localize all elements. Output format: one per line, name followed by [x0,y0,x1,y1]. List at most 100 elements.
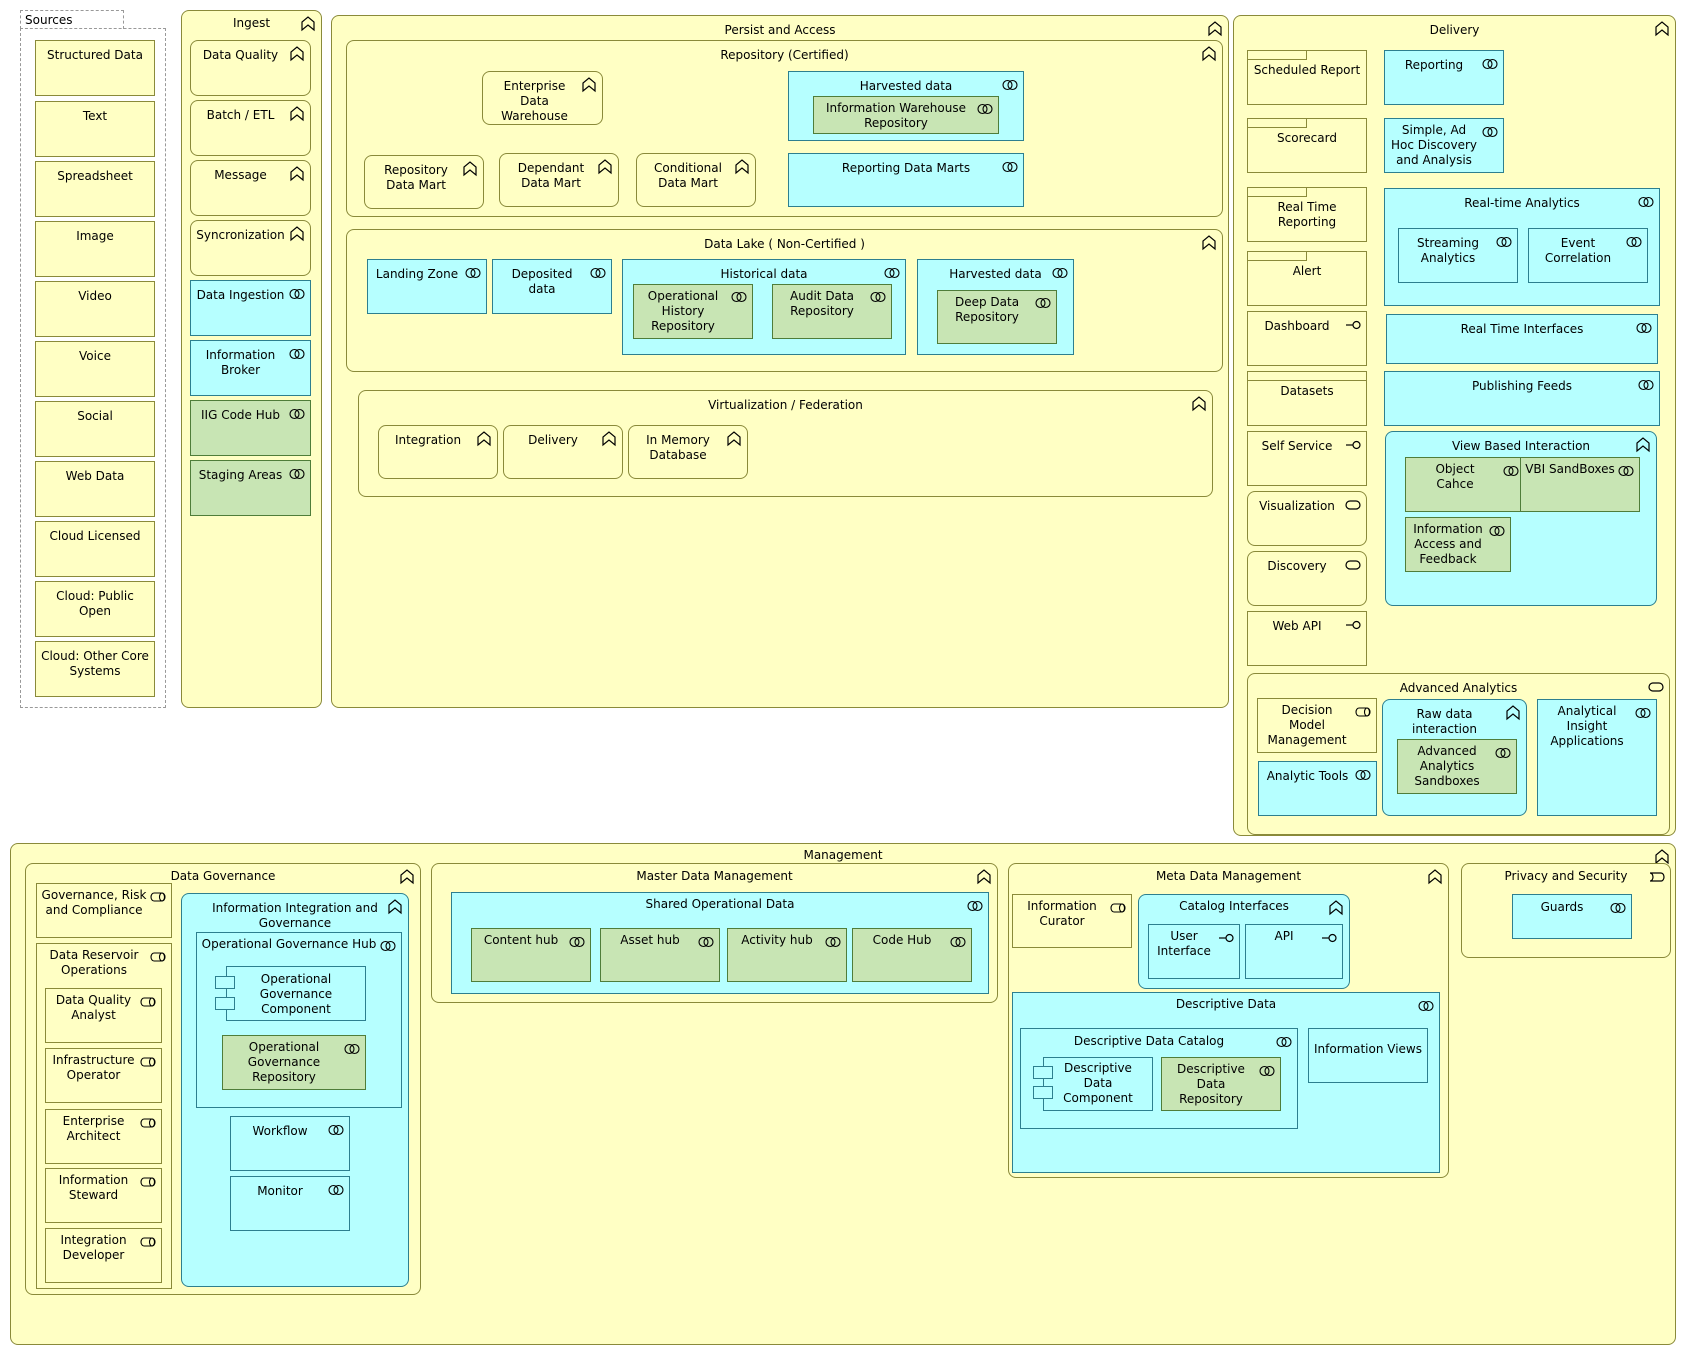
simple-adhoc-discovery[interactable]: Simple, Ad Hoc Discovery and Analysis [1384,118,1504,173]
enterprise-data-warehouse[interactable]: Enterprise Data Warehouse [482,71,603,125]
function-icon [734,159,750,175]
publishing-feeds[interactable]: Publishing Feeds [1384,371,1660,426]
self-service[interactable]: Self Service [1247,431,1367,486]
information-curator[interactable]: Information Curator [1012,894,1132,948]
activity-hub[interactable]: Activity hub [727,928,847,982]
datasets[interactable]: Datasets [1247,371,1367,426]
streaming-analytics[interactable]: Streaming Analytics [1398,228,1518,283]
repository-data-mart[interactable]: Repository Data Mart [364,155,484,209]
virt-delivery[interactable]: Delivery [503,425,623,479]
privacy-security-group[interactable]: Privacy and Security [1461,863,1671,958]
reporting-data-marts[interactable]: Reporting Data Marts [788,153,1024,207]
virt-integration[interactable]: Integration [378,425,498,479]
object-cache[interactable]: Object Cahce [1405,457,1525,512]
role-data-quality-analyst[interactable]: Data Quality Analyst [45,988,162,1043]
deposited-data[interactable]: Deposited data [492,259,612,314]
source-cloud-licensed[interactable]: Cloud Licensed [35,521,155,577]
api[interactable]: API [1245,924,1343,979]
role-infrastructure-operator[interactable]: Infrastructure Operator [45,1048,162,1103]
function-icon [976,869,992,885]
operational-governance-repository[interactable]: Operational Governance Repository [222,1035,366,1090]
alert[interactable]: Alert [1247,251,1367,306]
information-access-feedback[interactable]: Information Access and Feedback [1405,517,1511,572]
sources-group[interactable] [20,28,166,708]
ingest-iig-code-hub[interactable]: IIG Code Hub [190,400,311,456]
operational-governance-component[interactable]: Operational Governance Component [226,966,366,1021]
role-information-steward[interactable]: Information Steward [45,1168,162,1223]
dependant-data-mart[interactable]: Dependant Data Mart [499,153,619,207]
asset-hub[interactable]: Asset hub [600,928,720,982]
source-cloud-other-core[interactable]: Cloud: Other Core Systems [35,641,155,697]
deep-data-repository[interactable]: Deep Data Repository [937,290,1057,344]
virt-in-memory-database[interactable]: In Memory Database [628,425,748,479]
code-hub[interactable]: Code Hub [852,928,972,982]
operational-history-repository[interactable]: Operational History Repository [633,284,753,339]
descriptive-data-component[interactable]: Descriptive Data Component [1043,1057,1153,1111]
source-voice[interactable]: Voice [35,341,155,397]
source-web-data[interactable]: Web Data [35,461,155,517]
source-text[interactable]: Text [35,101,155,157]
event-correlation[interactable]: Event Correlation [1528,228,1648,283]
service-icon [380,938,396,954]
service-icon [1482,124,1498,140]
real-time-interfaces[interactable]: Real Time Interfaces [1386,314,1658,364]
source-cloud-public-open[interactable]: Cloud: Public Open [35,581,155,637]
monitor[interactable]: Monitor [230,1176,350,1231]
component-tab-icon [1033,1086,1053,1099]
virtualization-federation-group[interactable]: Virtualization / Federation [358,390,1213,497]
source-social[interactable]: Social [35,401,155,457]
real-time-reporting[interactable]: Real Time Reporting [1247,187,1367,242]
web-api[interactable]: Web API [1247,611,1367,666]
function-icon [387,899,403,915]
ingest-data-quality[interactable]: Data Quality [190,40,311,96]
workflow[interactable]: Workflow [230,1116,350,1171]
source-spreadsheet[interactable]: Spreadsheet [35,161,155,217]
source-structured-data[interactable]: Structured Data [35,40,155,96]
landing-zone[interactable]: Landing Zone [367,259,487,314]
analytic-tools[interactable]: Analytic Tools [1258,761,1377,816]
conditional-data-mart[interactable]: Conditional Data Mart [636,153,756,207]
service-icon [870,289,886,305]
ingest-message[interactable]: Message [190,160,311,216]
content-hub[interactable]: Content hub [471,928,591,982]
information-views[interactable]: Information Views [1308,1028,1428,1083]
function-icon [1635,437,1651,453]
ingest-batch-etl[interactable]: Batch / ETL [190,100,311,156]
ingest-syncronization[interactable]: Syncronization [190,220,311,276]
service-icon [825,934,841,950]
reporting[interactable]: Reporting [1384,50,1504,105]
service-icon [465,265,481,281]
ingest-data-ingestion[interactable]: Data Ingestion [190,280,311,336]
source-image[interactable]: Image [35,221,155,277]
service-icon [328,1122,344,1138]
repository-certified-group[interactable]: Repository (Certified) [346,40,1223,217]
guards[interactable]: Guards [1512,894,1632,939]
dashboard[interactable]: Dashboard [1247,311,1367,366]
service-icon [1638,377,1654,393]
analytical-insight-applications[interactable]: Analytical Insight Applications [1537,699,1657,816]
role-enterprise-architect[interactable]: Enterprise Architect [45,1109,162,1164]
user-interface[interactable]: User Interface [1148,924,1240,979]
descriptive-data-repository[interactable]: Descriptive Data Repository [1161,1057,1281,1111]
function-icon [1654,21,1670,37]
ingest-information-broker[interactable]: Information Broker [190,340,311,396]
visualization[interactable]: Visualization [1247,491,1367,546]
decision-model-management[interactable]: Decision Model Management [1257,698,1377,753]
function-icon [462,161,478,177]
information-warehouse-repository[interactable]: Information Warehouse Repository [813,96,999,134]
role-integration-developer[interactable]: Integration Developer [45,1228,162,1283]
scheduled-report[interactable]: Scheduled Report [1247,50,1367,105]
governance-risk-compliance[interactable]: Governance, Risk and Compliance [36,883,172,938]
audit-data-repository[interactable]: Audit Data Repository [772,284,892,339]
scorecard[interactable]: Scorecard [1247,118,1367,173]
vbi-sandboxes[interactable]: VBI SandBoxes [1520,457,1640,512]
function-icon [601,431,617,447]
role-icon [1110,900,1126,916]
role-icon [140,1174,156,1190]
function-icon [581,77,597,93]
service-icon [977,101,993,117]
discovery[interactable]: Discovery [1247,551,1367,606]
advanced-analytics-sandboxes[interactable]: Advanced Analytics Sandboxes [1397,739,1517,794]
source-video[interactable]: Video [35,281,155,337]
ingest-staging-areas[interactable]: Staging Areas [190,460,311,516]
